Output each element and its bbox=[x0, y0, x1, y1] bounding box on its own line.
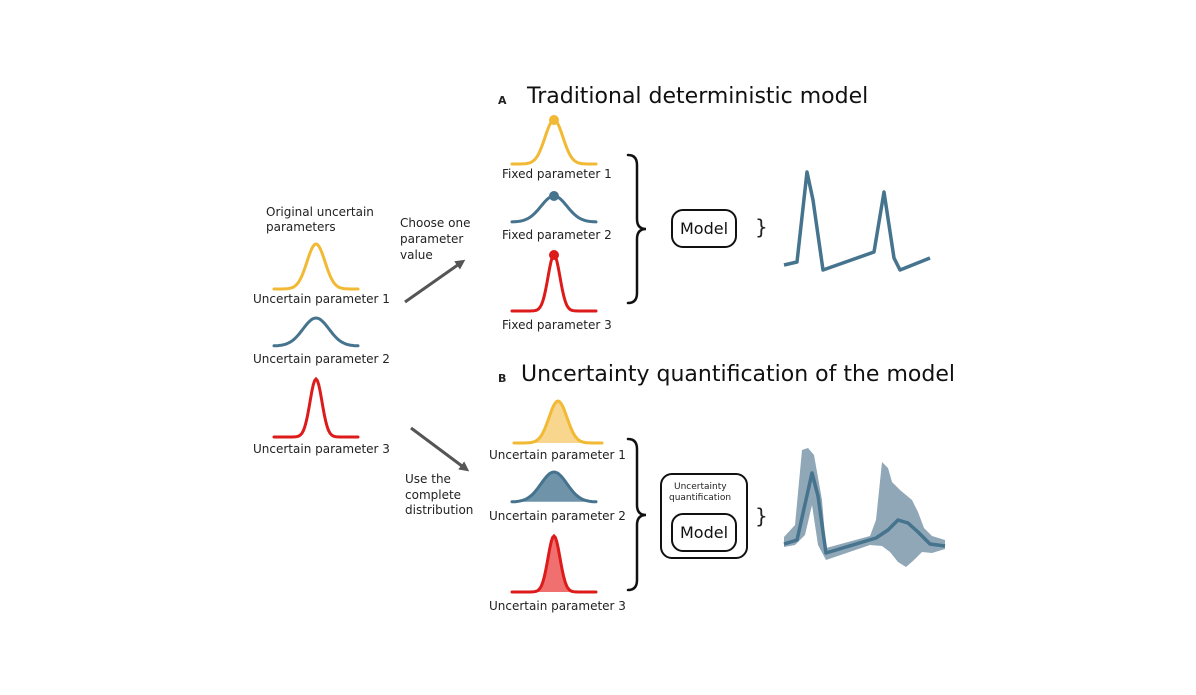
distribution-arrow bbox=[410, 426, 470, 472]
use-label-line1: Use the bbox=[405, 472, 451, 486]
model-label-b: Model bbox=[680, 523, 729, 542]
output-trace-b bbox=[783, 471, 946, 555]
choose-arrow bbox=[404, 259, 466, 304]
model-box-a: Model bbox=[671, 209, 737, 248]
output-uncertainty-band bbox=[784, 448, 945, 567]
original-params-heading-line1: Original uncertain bbox=[266, 205, 374, 219]
uq-blue-curve bbox=[510, 470, 598, 504]
uq-label-line1: Uncertainty bbox=[674, 482, 727, 492]
fixed-blue-curve-dot bbox=[549, 191, 559, 201]
uq-red-curve-fill bbox=[512, 536, 596, 592]
fixed-param-label-1: Fixed parameter 1 bbox=[502, 167, 612, 181]
left-red-curve bbox=[272, 376, 360, 439]
choose-label-line1: Choose one bbox=[400, 216, 471, 230]
section-b-letter: B bbox=[498, 372, 507, 385]
inputs-brace-a bbox=[626, 153, 647, 305]
output-trace-a bbox=[783, 170, 931, 272]
uq-param-label-1: Uncertain parameter 1 bbox=[489, 448, 626, 462]
uq-red-curve bbox=[510, 533, 598, 594]
fixed-red-curve bbox=[510, 252, 598, 313]
left-param-label-3: Uncertain parameter 3 bbox=[253, 442, 390, 456]
left-yellow-curve bbox=[272, 242, 360, 291]
fixed-param-label-3: Fixed parameter 3 bbox=[502, 318, 612, 332]
uq-blue-curve-fill bbox=[512, 472, 596, 502]
fixed-param-label-2: Fixed parameter 2 bbox=[502, 228, 612, 242]
fixed-yellow-curve bbox=[510, 118, 598, 166]
use-label-line2: complete bbox=[405, 488, 462, 502]
left-param-label-2: Uncertain parameter 2 bbox=[253, 352, 390, 366]
uq-box: Uncertainty quantification Model bbox=[660, 473, 748, 559]
section-b-title: Uncertainty quantification of the model bbox=[521, 362, 955, 387]
uq-yellow-curve-fill bbox=[514, 401, 602, 443]
fixed-red-curve-dot bbox=[549, 250, 559, 260]
choose-label-line3: value bbox=[400, 248, 433, 262]
section-a-title: Traditional deterministic model bbox=[527, 84, 869, 109]
model-label-a: Model bbox=[680, 219, 729, 238]
original-params-heading-line2: parameters bbox=[266, 220, 336, 234]
left-blue-curve bbox=[272, 316, 360, 348]
uq-param-label-3: Uncertain parameter 3 bbox=[489, 599, 626, 613]
inputs-brace-b bbox=[626, 437, 647, 592]
section-a-letter: A bbox=[498, 94, 507, 107]
model-box-b: Model bbox=[671, 513, 737, 552]
uq-label-line2: quantification bbox=[669, 493, 732, 503]
uq-yellow-curve bbox=[512, 399, 604, 445]
use-label-line3: distribution bbox=[405, 503, 474, 517]
left-param-label-1: Uncertain parameter 1 bbox=[253, 292, 390, 306]
output-brace-a: } bbox=[755, 215, 768, 239]
fixed-yellow-curve-dot bbox=[549, 115, 559, 125]
uq-param-label-2: Uncertain parameter 2 bbox=[489, 509, 626, 523]
output-brace-b: } bbox=[755, 504, 768, 528]
choose-label-line2: parameter bbox=[400, 232, 464, 246]
